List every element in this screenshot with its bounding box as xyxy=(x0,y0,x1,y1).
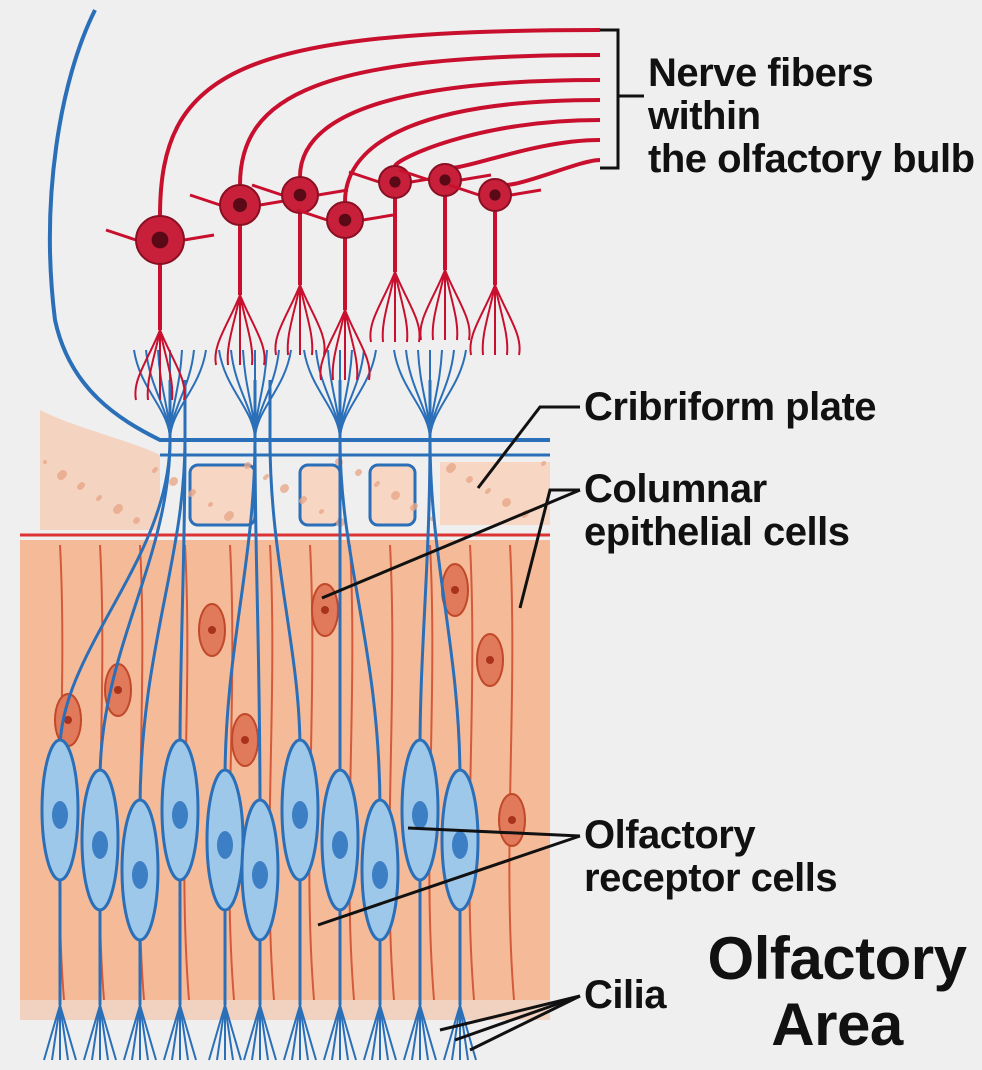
receptor-nucleus xyxy=(332,831,348,859)
bone-speckle xyxy=(208,503,212,507)
cribriform-plate xyxy=(20,410,550,535)
receptor-branch xyxy=(418,350,430,440)
title-line2: Area xyxy=(702,992,972,1058)
nerve-fiber xyxy=(240,55,600,185)
glomerulus-branch xyxy=(300,285,312,355)
bone-speckle xyxy=(299,498,305,504)
receptor-nucleus xyxy=(92,831,108,859)
label-receptor-line1: Olfactory xyxy=(584,814,837,857)
receptor-branch xyxy=(243,350,255,440)
receptor-branch xyxy=(430,350,454,440)
bone-speckle xyxy=(355,470,361,476)
label-nerve-fibers-line2: the olfactory bulb xyxy=(648,138,982,181)
label-receptor-line2: receptor cells xyxy=(584,857,837,900)
bone-speckle xyxy=(410,505,416,511)
bone-speckle xyxy=(224,513,232,521)
mitral-nucleus xyxy=(339,214,352,227)
mitral-nucleus xyxy=(439,174,450,185)
nucleolus xyxy=(508,816,516,824)
nucleolus xyxy=(486,656,494,664)
glomerulus-branch xyxy=(433,270,445,340)
receptor-branch xyxy=(406,350,430,440)
receptor-branch xyxy=(340,350,364,440)
bone-speckle xyxy=(133,518,139,524)
mitral-nucleus xyxy=(489,189,500,200)
nerve-fiber xyxy=(300,80,600,177)
nucleolus xyxy=(451,586,459,594)
mitral-nucleus xyxy=(233,198,247,212)
bone-speckle xyxy=(188,491,194,497)
glomerulus-branch xyxy=(395,272,407,342)
bone-speckle xyxy=(152,469,156,473)
bone-speckle xyxy=(113,506,121,514)
label-columnar-line1: Columnar xyxy=(584,468,849,511)
glomerulus-branch xyxy=(445,270,457,340)
glomerulus-branch xyxy=(483,285,495,355)
glomerulus-branch xyxy=(228,295,240,365)
bone-speckle xyxy=(541,462,545,466)
bone-speckle xyxy=(96,497,100,501)
bone-speckle xyxy=(57,472,65,480)
nucleolus xyxy=(241,736,249,744)
glomerulus-branch xyxy=(383,272,395,342)
bone-speckle xyxy=(374,483,378,487)
mitral-nucleus xyxy=(152,232,169,249)
nucleolus xyxy=(114,686,122,694)
nerve-fiber xyxy=(495,160,600,185)
receptor-nucleus xyxy=(217,831,233,859)
receptor-nucleus xyxy=(132,861,148,889)
receptor-nucleus xyxy=(52,801,68,829)
nucleolus xyxy=(208,626,216,634)
bone-speckle xyxy=(485,490,489,494)
mitral-nucleus xyxy=(294,189,307,202)
receptor-branch xyxy=(316,350,340,440)
bone-speckle xyxy=(43,460,47,464)
receptor-branch xyxy=(255,350,279,440)
label-nerve-fibers-line1: Nerve fibers within xyxy=(648,52,982,138)
bone-speckle xyxy=(319,510,323,514)
bone-speckle xyxy=(169,478,177,486)
receptor-branch xyxy=(146,350,170,440)
diagram-title: Olfactory Area xyxy=(702,926,972,1058)
label-receptor-cells: Olfactory receptor cells xyxy=(584,814,837,900)
receptor-branch xyxy=(170,350,194,440)
receptor-nucleus xyxy=(292,801,308,829)
receptor-nucleus xyxy=(412,801,428,829)
bone-speckle xyxy=(446,465,454,473)
glomerulus-branch xyxy=(240,295,252,365)
bone-speckle xyxy=(280,485,288,493)
glomerulus-branch xyxy=(333,310,345,380)
label-columnar-line2: epithelial cells xyxy=(584,511,849,554)
bone-speckle xyxy=(244,463,250,469)
bone-speckle xyxy=(77,484,83,490)
bone-speckle xyxy=(466,477,472,483)
receptor-nucleus xyxy=(252,861,268,889)
mitral-nucleus xyxy=(389,176,400,187)
glomerulus-branch xyxy=(495,285,507,355)
label-cilia: Cilia xyxy=(584,974,666,1017)
label-cribriform-plate: Cribriform plate xyxy=(584,386,876,429)
bone-speckle xyxy=(391,492,399,500)
receptor-nucleus xyxy=(172,801,188,829)
glomerulus-branch xyxy=(288,285,300,355)
receptor-nucleus xyxy=(372,861,388,889)
bone-speckle xyxy=(502,499,510,507)
label-columnar-epithelial: Columnar epithelial cells xyxy=(584,468,849,554)
label-nerve-fibers: Nerve fibers within the olfactory bulb xyxy=(648,52,982,182)
bone-speckle xyxy=(263,476,267,480)
title-line1: Olfactory xyxy=(702,926,972,992)
receptor-nucleus xyxy=(452,831,468,859)
nucleolus xyxy=(321,606,329,614)
mitral-cells xyxy=(106,30,600,400)
